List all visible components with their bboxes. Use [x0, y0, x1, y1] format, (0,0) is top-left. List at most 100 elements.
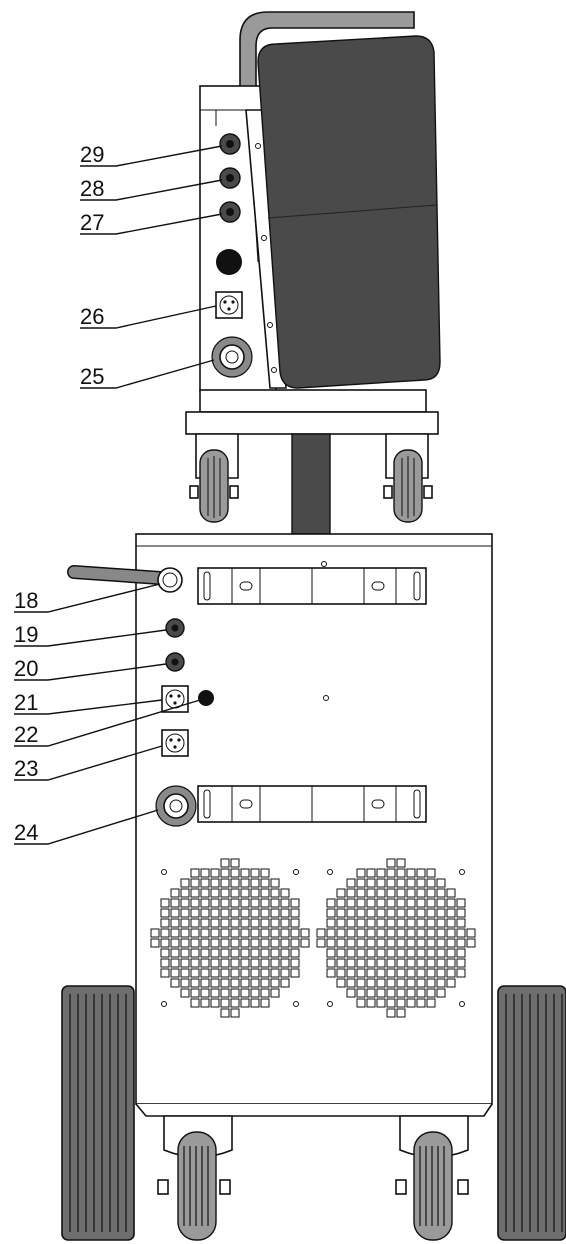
grille-cell [376, 928, 386, 938]
grille-cell [386, 918, 396, 928]
grille-cell [446, 888, 456, 898]
grille-cell [290, 898, 300, 908]
grille-cell [356, 958, 366, 968]
grille-cell [220, 888, 230, 898]
grille-cell [396, 868, 406, 878]
grille-cell [396, 968, 406, 978]
grille-cell [396, 878, 406, 888]
grille-cell [190, 988, 200, 998]
grille-cell [280, 968, 290, 978]
grille-cell [366, 908, 376, 918]
grille-cell [356, 988, 366, 998]
grille-cell [180, 978, 190, 988]
grille-cell [220, 978, 230, 988]
grille-cell [406, 888, 416, 898]
grille-cell [230, 868, 240, 878]
grille-screw [293, 869, 299, 875]
grille-cell [230, 888, 240, 898]
grille-cell [270, 948, 280, 958]
grille-cell [240, 918, 250, 928]
grille-cell [160, 958, 170, 968]
grille-cell [180, 908, 190, 918]
grille-cell [220, 878, 230, 888]
grille-cell [416, 998, 426, 1008]
grille-cell [170, 918, 180, 928]
grille-cell [426, 908, 436, 918]
grille-cell [260, 938, 270, 948]
grille-cell [426, 878, 436, 888]
grille-cell [150, 928, 160, 938]
grille-cell [356, 928, 366, 938]
grille-cell [240, 958, 250, 968]
grille-cell [280, 918, 290, 928]
grille-cell [366, 948, 376, 958]
grille-cell [446, 978, 456, 988]
grille-cell [270, 968, 280, 978]
grille-cell [150, 938, 160, 948]
grille-cell [376, 868, 386, 878]
grille-cell [250, 918, 260, 928]
connector-19 [165, 618, 185, 638]
grille-cell [426, 988, 436, 998]
connector-24 [155, 785, 197, 827]
grille-cell [230, 1008, 240, 1018]
grille-cell [270, 878, 280, 888]
grille-cell [220, 1008, 230, 1018]
grille-cell [396, 918, 406, 928]
grille-cell [230, 928, 240, 938]
grille-cell [396, 928, 406, 938]
grille-cell [220, 938, 230, 948]
grille-cell [210, 988, 220, 998]
grille-cell [260, 988, 270, 998]
grille-cell [190, 978, 200, 988]
grille-cell [240, 898, 250, 908]
feeder-caster-left [189, 433, 239, 523]
grille-cell [200, 988, 210, 998]
grille-cell [220, 898, 230, 908]
grille-cell [366, 968, 376, 978]
grille-cell [250, 878, 260, 888]
grille-cell [426, 938, 436, 948]
grille-cell [376, 908, 386, 918]
grille-cell [386, 908, 396, 918]
grille-cell [436, 948, 446, 958]
grille-cell [326, 948, 336, 958]
grille-cell [346, 928, 356, 938]
grille-cell [336, 908, 346, 918]
grille-cell [376, 948, 386, 958]
grille-cell [406, 878, 416, 888]
grille-screw [161, 1001, 167, 1007]
grille-cell [366, 938, 376, 948]
grille-cell [416, 868, 426, 878]
grille-cell [230, 978, 240, 988]
grille-cell [386, 868, 396, 878]
grille-cell [260, 878, 270, 888]
grille-cell [230, 908, 240, 918]
grille-cell [270, 928, 280, 938]
grille-cell [396, 1008, 406, 1018]
grille-cell [336, 958, 346, 968]
grille-cell [210, 868, 220, 878]
grille-cell [426, 888, 436, 898]
grille-cell [280, 958, 290, 968]
grille-cell [416, 948, 426, 958]
grille-cell [200, 998, 210, 1008]
grille-cell [270, 918, 280, 928]
grille-cell [406, 988, 416, 998]
connector-28 [219, 167, 241, 189]
grille-cell [250, 978, 260, 988]
grille-cell [426, 998, 436, 1008]
grille-cell [220, 988, 230, 998]
grille-cell [230, 858, 240, 868]
grille-cell [280, 938, 290, 948]
grille-cell [180, 948, 190, 958]
grille-cell [250, 938, 260, 948]
rear-wheel-left [61, 985, 135, 1241]
grille-cell [180, 878, 190, 888]
grille-cell [366, 878, 376, 888]
grille-cell [356, 888, 366, 898]
grille-cell [180, 918, 190, 928]
grille-cell [230, 938, 240, 948]
grille-cell [376, 968, 386, 978]
